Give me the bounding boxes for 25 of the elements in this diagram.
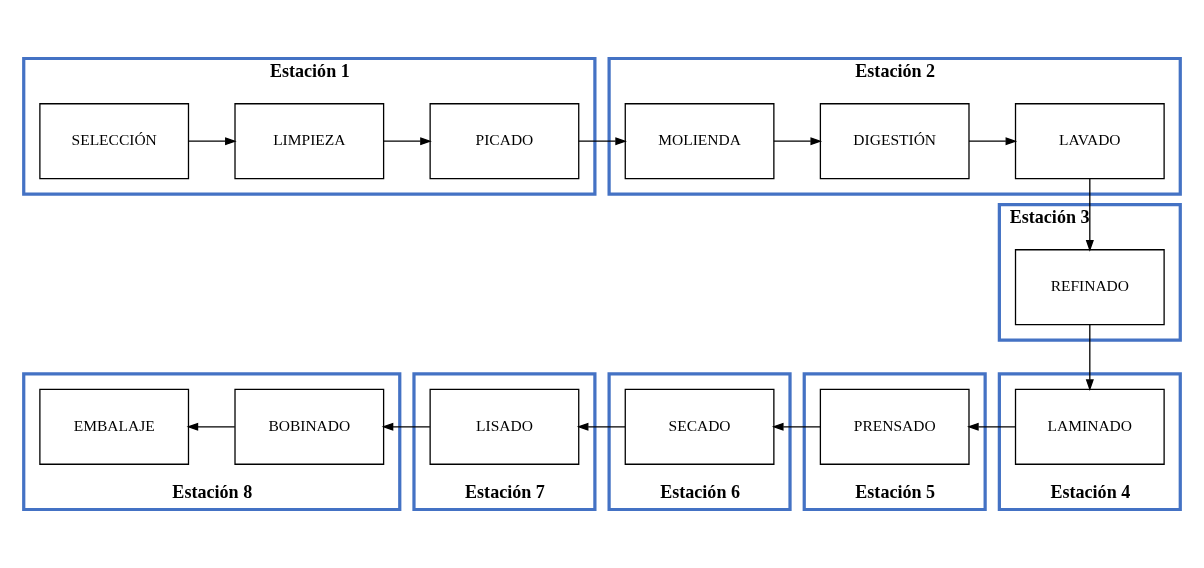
node-box: DIGESTIÓN [819, 103, 970, 180]
arrow [1085, 324, 1094, 391]
arrow [967, 422, 1016, 431]
arrow [187, 137, 237, 146]
node-box: SELECCIÓN [39, 103, 190, 180]
node-box: LISADO [429, 388, 580, 465]
arrow [383, 137, 432, 146]
arrow [1085, 178, 1094, 252]
node-box: EMBALAJE [39, 388, 190, 465]
node-box: BOBINADO [234, 388, 385, 465]
node-box: PRENSADO [819, 388, 970, 465]
node-box: LAVADO [1014, 103, 1165, 180]
node-box: MOLIENDA [624, 103, 775, 180]
arrow [771, 422, 821, 431]
arrow [381, 422, 431, 431]
arrow [186, 422, 236, 431]
arrow [578, 137, 627, 146]
arrow [773, 137, 823, 146]
arrow [576, 422, 626, 431]
node-box: SECADO [624, 388, 775, 465]
node-box: LAMINADO [1014, 388, 1165, 465]
node-box: PICADO [429, 103, 580, 180]
node-box: REFINADO [1014, 249, 1165, 326]
node-box: LIMPIEZA [234, 103, 385, 180]
arrow [968, 137, 1018, 146]
